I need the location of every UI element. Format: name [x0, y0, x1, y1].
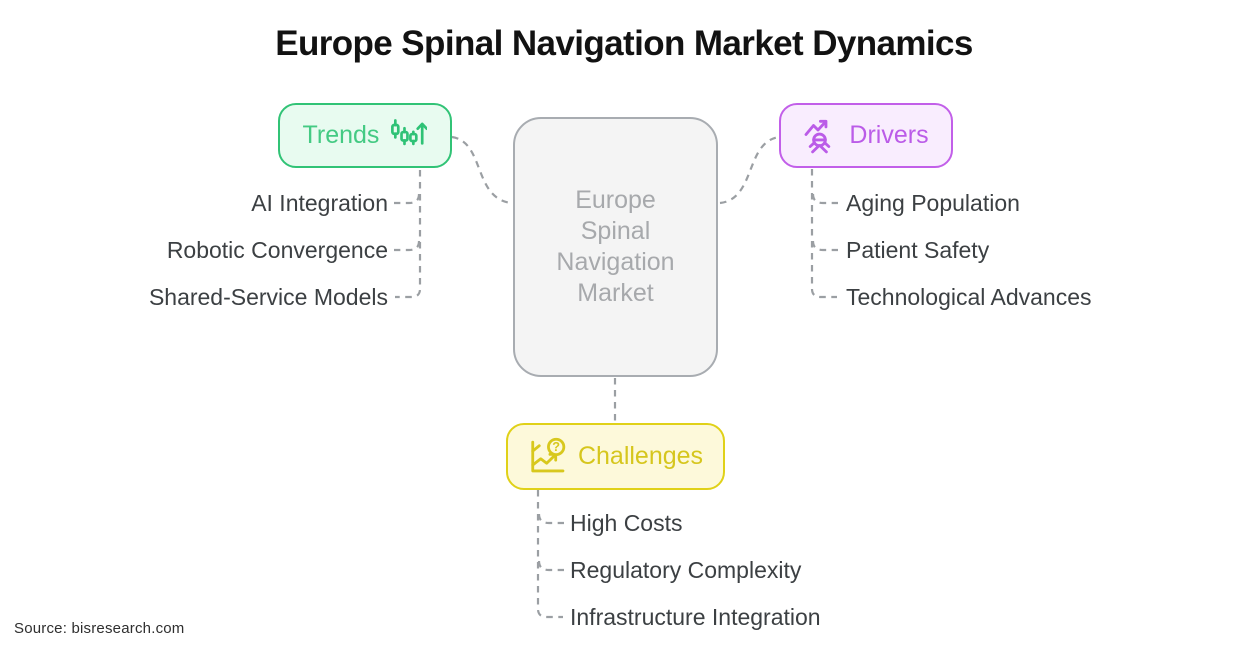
- drivers-node: Drivers: [779, 103, 953, 168]
- challenges-item-regulatory-complexity: Regulatory Complexity: [570, 557, 802, 583]
- center-node-europe-spinal-navigation-market: Europe Spinal Navigation Market: [513, 117, 718, 377]
- challenges-node: ? Challenges: [506, 423, 725, 490]
- connector-trends-trunk: [395, 170, 422, 299]
- center-node-line: Spinal: [580, 217, 651, 245]
- connector-drivers-item2: [811, 240, 838, 252]
- connector-challenges-item1: [537, 513, 564, 525]
- page-title: Europe Spinal Navigation Market Dynamics: [275, 24, 973, 63]
- connector-trends-center: [451, 135, 512, 205]
- source-attribution: Source: bisresearch.com: [14, 620, 185, 637]
- trends-item-robotic-convergence: Robotic Convergence: [166, 237, 388, 263]
- drivers-item-patient-safety: Patient Safety: [846, 237, 990, 263]
- line-chart-question-icon: ?: [528, 437, 568, 477]
- drivers-item-aging-population: Aging Population: [846, 190, 1020, 216]
- drivers-label: Drivers: [849, 121, 929, 149]
- trends-item-ai-integration: AI Integration: [251, 190, 388, 216]
- connector-challenges-item2: [537, 560, 564, 572]
- challenges-item-high-costs: High Costs: [570, 510, 683, 536]
- svg-text:?: ?: [552, 439, 560, 454]
- challenges-item-infrastructure-integration: Infrastructure Integration: [570, 604, 821, 630]
- connector-center-drivers: [719, 135, 780, 205]
- center-node-line: Market: [577, 279, 654, 307]
- center-node-line: Europe: [575, 186, 656, 214]
- center-node-line: Navigation: [556, 248, 675, 276]
- connector-trends-item1: [394, 193, 421, 205]
- challenges-label: Challenges: [577, 442, 704, 470]
- trends-node: Trends: [278, 103, 452, 168]
- connector-drivers-item1: [811, 193, 838, 205]
- candlestick-up-arrow-icon: [389, 118, 428, 153]
- connector-challenges-trunk: [536, 490, 563, 619]
- trends-label: Trends: [302, 121, 380, 149]
- connector-trends-item2: [394, 240, 421, 252]
- person-growth-arrow-icon: [803, 118, 839, 154]
- drivers-item-technological-advances: Technological Advances: [846, 284, 1092, 310]
- connector-drivers-trunk: [810, 169, 837, 299]
- trends-item-shared-service-models: Shared-Service Models: [148, 284, 388, 310]
